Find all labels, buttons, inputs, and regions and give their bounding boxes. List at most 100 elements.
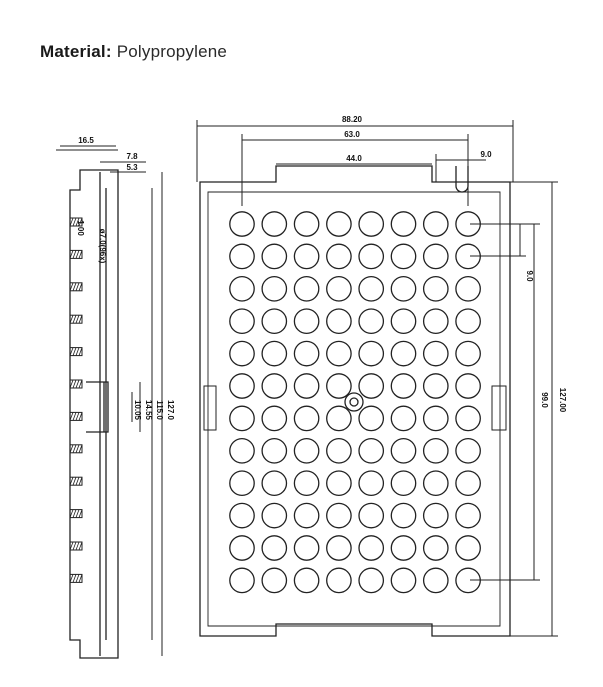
well xyxy=(326,243,352,270)
well xyxy=(390,470,417,497)
top-view xyxy=(199,165,511,637)
well xyxy=(390,243,417,270)
dim-9-label: 9.0 xyxy=(480,150,492,159)
well xyxy=(455,373,481,399)
well xyxy=(326,373,352,399)
well xyxy=(390,373,417,399)
well xyxy=(229,340,255,367)
well xyxy=(455,437,481,464)
well xyxy=(455,535,481,561)
well-grid xyxy=(229,211,481,594)
well xyxy=(261,211,288,237)
side-rib xyxy=(69,573,83,583)
well xyxy=(422,340,449,367)
side-5-3-label: 5.3 xyxy=(126,163,138,172)
center-mark-inner xyxy=(349,397,359,407)
plate-inner-outline xyxy=(207,191,501,627)
well xyxy=(293,275,320,302)
well xyxy=(293,567,320,594)
side-rib xyxy=(69,541,83,551)
side-10-05-label: 10.05 xyxy=(133,400,142,421)
well xyxy=(326,502,352,529)
well xyxy=(326,567,352,594)
well xyxy=(390,567,417,594)
well xyxy=(358,535,385,561)
side-rib xyxy=(69,444,83,454)
well xyxy=(326,275,352,302)
well xyxy=(422,470,449,497)
well xyxy=(326,535,352,561)
well xyxy=(261,405,288,432)
well xyxy=(293,502,320,529)
well xyxy=(293,405,320,432)
plate-notch xyxy=(455,166,469,193)
well xyxy=(261,502,288,529)
side-rib xyxy=(69,476,83,486)
well xyxy=(390,275,417,302)
well xyxy=(455,275,481,302)
side-rib xyxy=(69,347,83,357)
side-rib xyxy=(69,411,83,421)
well xyxy=(326,405,352,432)
side-7-8-label: 7.8 xyxy=(126,152,138,161)
side-115-label: 115.0 xyxy=(155,400,164,420)
side-rib xyxy=(69,217,83,227)
dim-63-label: 63.0 xyxy=(344,130,360,139)
well xyxy=(390,308,417,335)
well xyxy=(422,243,449,270)
material-label: Material: xyxy=(40,42,112,61)
well xyxy=(326,340,352,367)
dim-127-label: 127.00 xyxy=(558,388,567,413)
well xyxy=(261,373,288,399)
well xyxy=(422,211,449,237)
well xyxy=(229,405,255,432)
well xyxy=(455,470,481,497)
well xyxy=(390,535,417,561)
well xyxy=(358,373,385,399)
well xyxy=(229,275,255,302)
well xyxy=(390,405,417,432)
well xyxy=(261,243,288,270)
well xyxy=(358,405,385,432)
dim-44-label: 44.0 xyxy=(346,154,362,163)
well xyxy=(229,567,255,594)
well xyxy=(358,437,385,464)
side-rib xyxy=(69,379,83,389)
well xyxy=(422,535,449,561)
well xyxy=(358,502,385,529)
well xyxy=(229,211,255,237)
side-rib xyxy=(69,314,83,324)
well xyxy=(326,308,352,335)
well xyxy=(293,373,320,399)
side-rib xyxy=(69,249,83,259)
well xyxy=(293,243,320,270)
well xyxy=(261,567,288,594)
side-view-center-lug xyxy=(86,381,109,433)
well xyxy=(358,243,385,270)
well xyxy=(358,308,385,335)
well xyxy=(261,470,288,497)
well xyxy=(422,275,449,302)
material-line: Material:Polypropylene xyxy=(40,42,227,62)
plate-outline xyxy=(199,165,511,637)
well xyxy=(455,308,481,335)
side-width-label: 16.5 xyxy=(78,136,94,145)
well xyxy=(293,308,320,335)
side-127-label: 127.0 xyxy=(166,400,175,421)
well xyxy=(229,373,255,399)
side-view xyxy=(56,149,163,659)
side-hole-label: ø7.0(96x) xyxy=(98,229,107,264)
well xyxy=(261,437,288,464)
well xyxy=(455,340,481,367)
right-side-clip xyxy=(491,385,507,431)
dim-9v-label: 9.0 xyxy=(525,270,534,282)
side-14-55-label: 14.55 xyxy=(144,400,153,421)
well xyxy=(229,535,255,561)
dim-88-label: 88.20 xyxy=(342,115,363,124)
well xyxy=(229,470,255,497)
well xyxy=(422,373,449,399)
well xyxy=(229,308,255,335)
well xyxy=(358,340,385,367)
well xyxy=(261,275,288,302)
